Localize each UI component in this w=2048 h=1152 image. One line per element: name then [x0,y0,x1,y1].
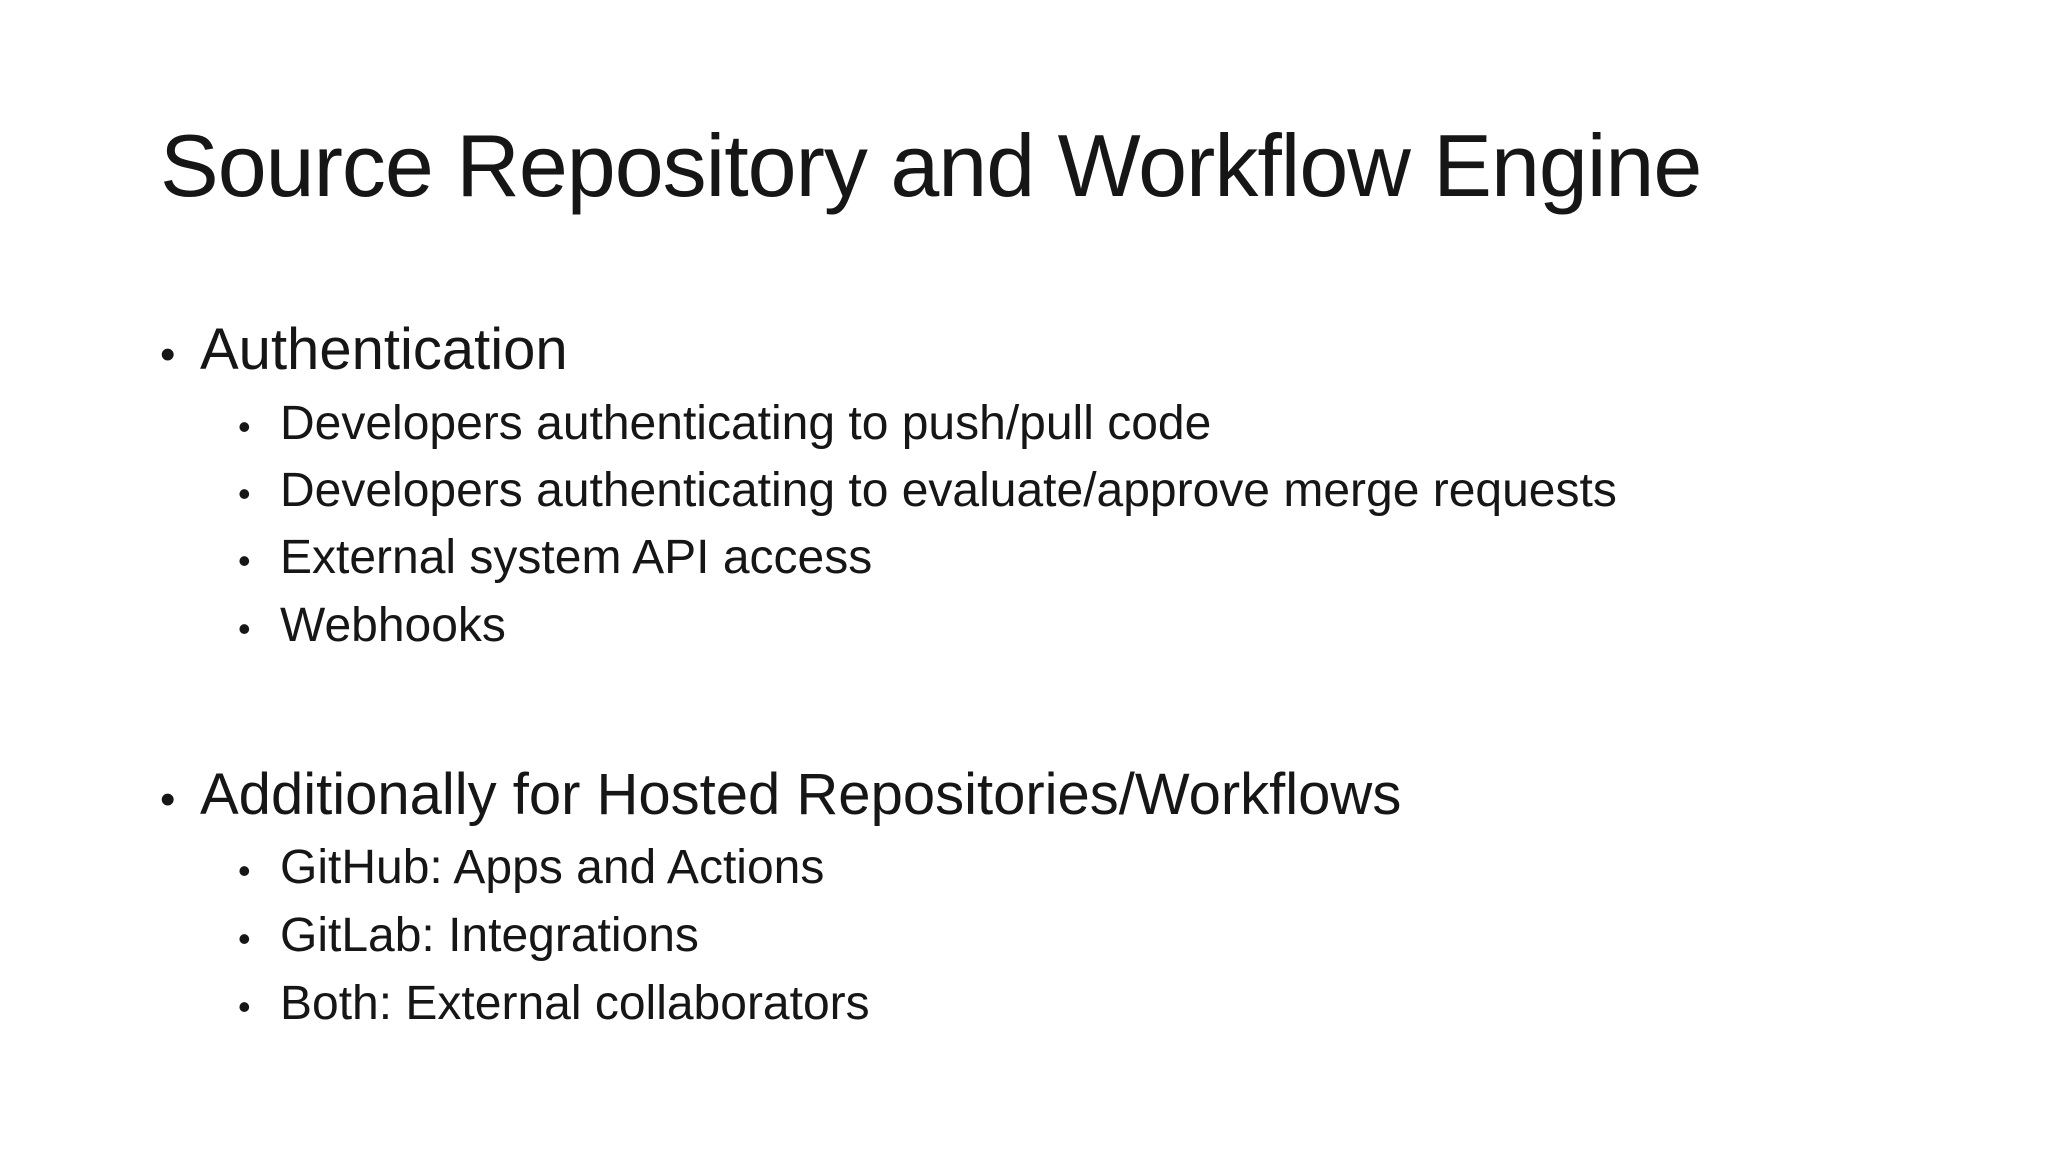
bullet-text: Developers authenticating to evaluate/ap… [280,464,1617,517]
slide-title: Source Repository and Workflow Engine [160,116,1702,215]
bullet-item-github-apps-actions: • GitHub: Apps and Actions [238,844,824,895]
bullet-item-webhooks: • Webhooks [238,602,506,653]
bullet-marker: • [160,775,176,824]
bullet-item-api-access: • External system API access [238,534,872,585]
bullet-item-push-pull: • Developers authenticating to push/pull… [238,400,1211,451]
bullet-text: Both: External collaborators [280,977,870,1030]
bullet-item-hosted-repositories: • Additionally for Hosted Repositories/W… [160,766,1401,829]
bullet-text: GitHub: Apps and Actions [280,841,825,894]
bullet-text: Additionally for Hosted Repositories/Wor… [200,762,1402,827]
bullet-marker: • [238,918,251,959]
bullet-marker: • [238,986,251,1027]
bullet-text: Webhooks [280,599,506,652]
bullet-text: Developers authenticating to push/pull c… [280,397,1212,450]
bullet-marker: • [238,540,251,581]
bullet-marker: • [238,473,251,514]
bullet-text: Authentication [200,317,568,382]
bullet-marker: • [238,608,251,649]
bullet-item-external-collaborators: • Both: External collaborators [238,980,870,1031]
bullet-marker: • [238,850,251,891]
bullet-text: External system API access [280,531,873,584]
bullet-item-merge-requests: • Developers authenticating to evaluate/… [238,467,1617,518]
bullet-item-gitlab-integrations: • GitLab: Integrations [238,912,699,963]
bullet-text: GitLab: Integrations [280,909,699,962]
bullet-marker: • [160,330,176,379]
bullet-item-authentication: • Authentication [160,321,568,384]
bullet-marker: • [238,406,251,447]
